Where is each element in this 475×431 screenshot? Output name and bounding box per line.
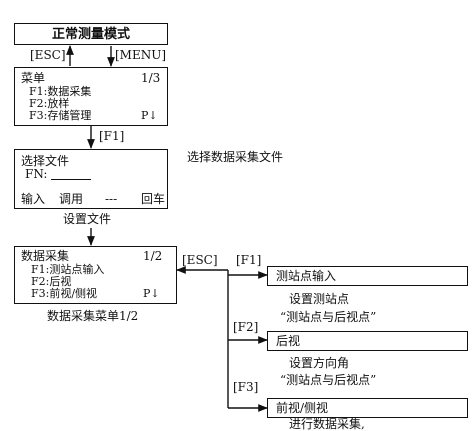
- filename-field-label: FN:: [25, 167, 48, 181]
- menu-item-f2[interactable]: F2:放样: [29, 97, 70, 110]
- data-collect-item-f1[interactable]: F1:测站点输入: [31, 263, 105, 276]
- normal-mode-box: 正常测量模式: [14, 23, 168, 45]
- esc-branch-label: [ESC]: [182, 253, 218, 267]
- menu-item-f3[interactable]: F3:存储管理: [29, 109, 92, 122]
- menu-page: 1/3: [141, 71, 161, 85]
- select-file-title: 选择文件: [21, 154, 70, 168]
- result-backsight-label: 后视: [276, 334, 301, 348]
- data-collect-caption: 数据采集菜单1/2: [47, 309, 139, 323]
- result-station-input-box: 测站点输入: [267, 266, 468, 286]
- f1-branch-label: [F1]: [236, 253, 262, 267]
- result-foresight-box: 前视/侧视: [267, 398, 468, 418]
- data-collect-item-f2[interactable]: F2:后视: [31, 275, 72, 288]
- menu-title: 菜单: [21, 71, 46, 85]
- softkey-input[interactable]: 输入: [21, 192, 46, 206]
- result-station-input-ref: “测站点与后视点”: [280, 310, 377, 324]
- f3-branch-label: [F3]: [233, 380, 259, 394]
- normal-mode-label: 正常测量模式: [51, 27, 130, 42]
- data-collect-page-arrow: P↓: [143, 287, 160, 300]
- menu-page-arrow: P↓: [141, 109, 158, 122]
- data-collect-screen: 数据采集 1/2 F1:测站点输入 F2:后视 F3:前视/侧视 P↓: [14, 246, 177, 304]
- result-backsight-ref: “测站点与后视点”: [280, 373, 377, 387]
- result-station-input-label: 测站点输入: [276, 269, 337, 283]
- set-file-label: 设置文件: [63, 212, 112, 226]
- result-foresight-label: 前视/侧视: [276, 401, 329, 415]
- f2-branch-label: [F2]: [233, 320, 259, 334]
- filename-input[interactable]: [51, 179, 91, 180]
- softkey-recall[interactable]: 调用: [59, 192, 84, 206]
- menu-item-f1[interactable]: F1:数据采集: [29, 85, 92, 98]
- data-collect-page: 1/2: [143, 249, 163, 263]
- result-backsight-box: 后视: [267, 331, 468, 351]
- select-file-note: 选择数据采集文件: [187, 150, 284, 164]
- menu-key-label: [MENU]: [115, 48, 167, 62]
- softkey-enter[interactable]: 回车: [141, 192, 166, 206]
- esc-key-label: [ESC]: [30, 48, 66, 62]
- result-station-input-desc: 设置测站点: [289, 292, 350, 306]
- menu-screen: 菜单 1/3 F1:数据采集 F2:放样 F3:存储管理 P↓: [14, 67, 168, 126]
- data-collect-item-f3[interactable]: F3:前视/侧视: [31, 287, 98, 300]
- result-foresight-desc: 进行数据采集,: [289, 417, 365, 431]
- result-backsight-desc: 设置方向角: [289, 356, 350, 370]
- softkey-blank: ---: [105, 192, 118, 206]
- data-collect-title: 数据采集: [21, 249, 70, 263]
- f1-key-label: [F1]: [99, 129, 125, 143]
- select-file-screen: 选择文件 FN: 输入 调用 --- 回车: [14, 149, 168, 209]
